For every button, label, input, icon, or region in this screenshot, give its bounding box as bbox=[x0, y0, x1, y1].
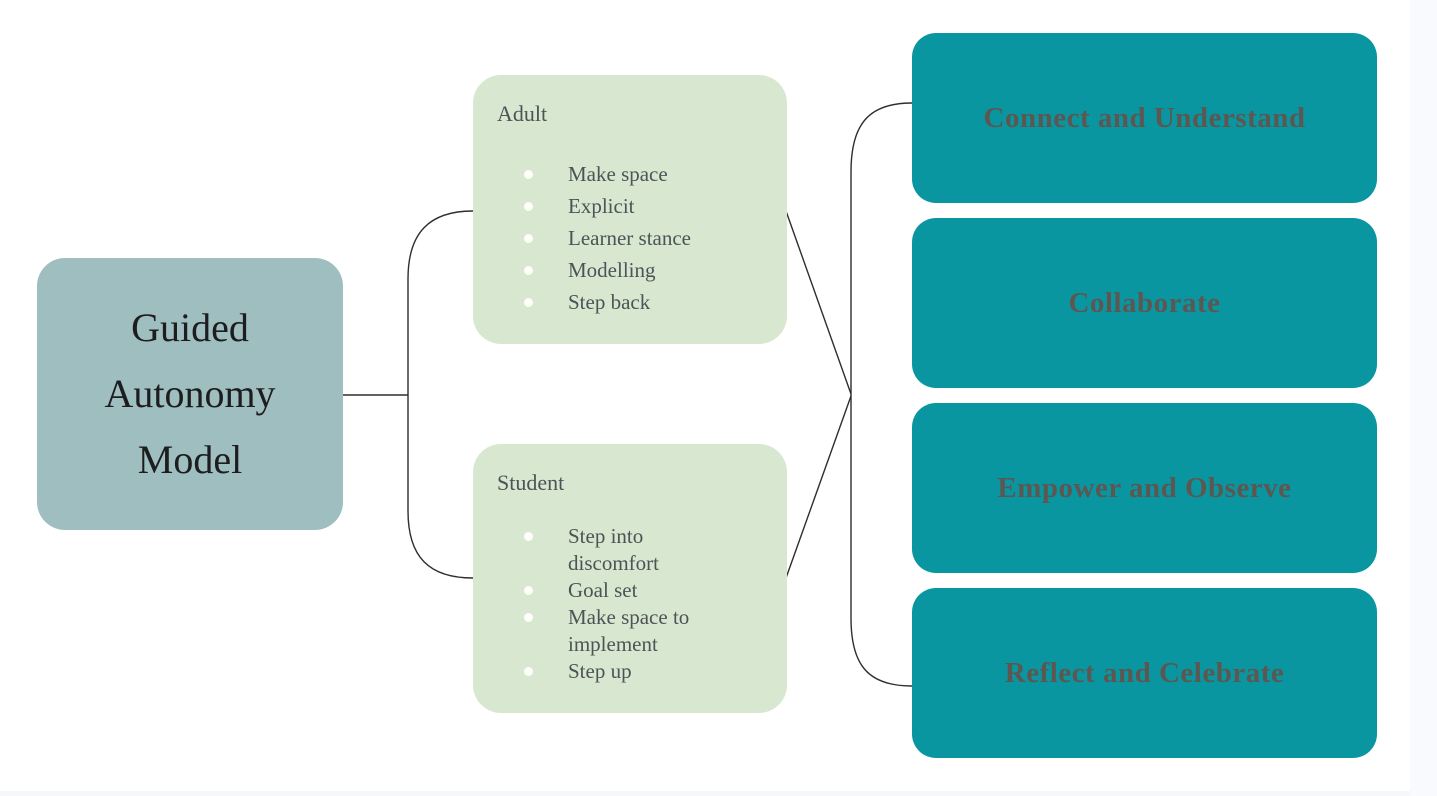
phase-label: Empower and Observe bbox=[997, 471, 1292, 504]
bullet-icon bbox=[524, 202, 533, 211]
list-item: Step into discomfort bbox=[497, 523, 767, 577]
node-collaborate[interactable]: Collaborate bbox=[912, 218, 1377, 388]
node-student[interactable]: Student Step into discomfort Goal set Ma… bbox=[473, 444, 787, 713]
phase-label: Collaborate bbox=[1068, 286, 1221, 319]
list-item: Step back bbox=[497, 286, 767, 318]
root-title-line-2: Autonomy bbox=[104, 371, 276, 416]
item-text: Step into discomfort bbox=[568, 524, 659, 575]
canvas-right-gutter bbox=[1410, 0, 1437, 796]
node-adult[interactable]: Adult Make space Explicit Learner stance… bbox=[473, 75, 787, 344]
adult-title: Adult bbox=[497, 101, 548, 126]
list-item: Make space to implement bbox=[497, 604, 767, 658]
root-title-line-1: Guided bbox=[131, 305, 249, 350]
item-text: Goal set bbox=[568, 578, 638, 602]
student-bullet-list: Step into discomfort Goal set Make space… bbox=[497, 523, 767, 685]
list-item: Modelling bbox=[497, 254, 767, 286]
item-text: Step back bbox=[568, 290, 651, 314]
phase-label: Connect and Understand bbox=[983, 101, 1306, 134]
bullet-icon bbox=[524, 266, 533, 275]
item-text: Make space to implement bbox=[568, 605, 690, 656]
bullet-icon bbox=[524, 586, 533, 595]
root-title-line-3: Model bbox=[137, 437, 243, 482]
node-reflect-and-celebrate[interactable]: Reflect and Celebrate bbox=[912, 588, 1377, 758]
canvas-bottom-gutter bbox=[0, 791, 1410, 796]
connector-student-to-junction bbox=[785, 395, 852, 579]
bullet-icon bbox=[524, 667, 533, 676]
connector-branch-bracket-right bbox=[850, 102, 913, 687]
connector-adult-to-junction bbox=[785, 210, 852, 395]
bullet-icon bbox=[524, 532, 533, 541]
item-text: Make space bbox=[568, 162, 668, 186]
student-title: Student bbox=[497, 470, 565, 495]
list-item: Goal set bbox=[497, 577, 767, 604]
list-item: Explicit bbox=[497, 190, 767, 222]
phase-label: Reflect and Celebrate bbox=[1004, 656, 1285, 689]
node-connect-and-understand[interactable]: Connect and Understand bbox=[912, 33, 1377, 203]
item-text: Step up bbox=[568, 659, 632, 683]
bullet-icon bbox=[524, 613, 533, 622]
list-item: Make space bbox=[497, 158, 767, 190]
bullet-icon bbox=[524, 170, 533, 179]
bullet-icon bbox=[524, 298, 533, 307]
adult-bullet-list: Make space Explicit Learner stance Model… bbox=[497, 158, 767, 318]
list-item: Step up bbox=[497, 658, 767, 685]
item-text: Explicit bbox=[568, 194, 635, 218]
node-guided-autonomy-model[interactable]: Guided Autonomy Model bbox=[37, 258, 343, 530]
bullet-icon bbox=[524, 234, 533, 243]
item-text: Modelling bbox=[568, 258, 656, 282]
list-item: Learner stance bbox=[497, 222, 767, 254]
node-empower-and-observe[interactable]: Empower and Observe bbox=[912, 403, 1377, 573]
connector-branch-bracket-left bbox=[407, 210, 474, 579]
item-text: Learner stance bbox=[568, 226, 691, 250]
